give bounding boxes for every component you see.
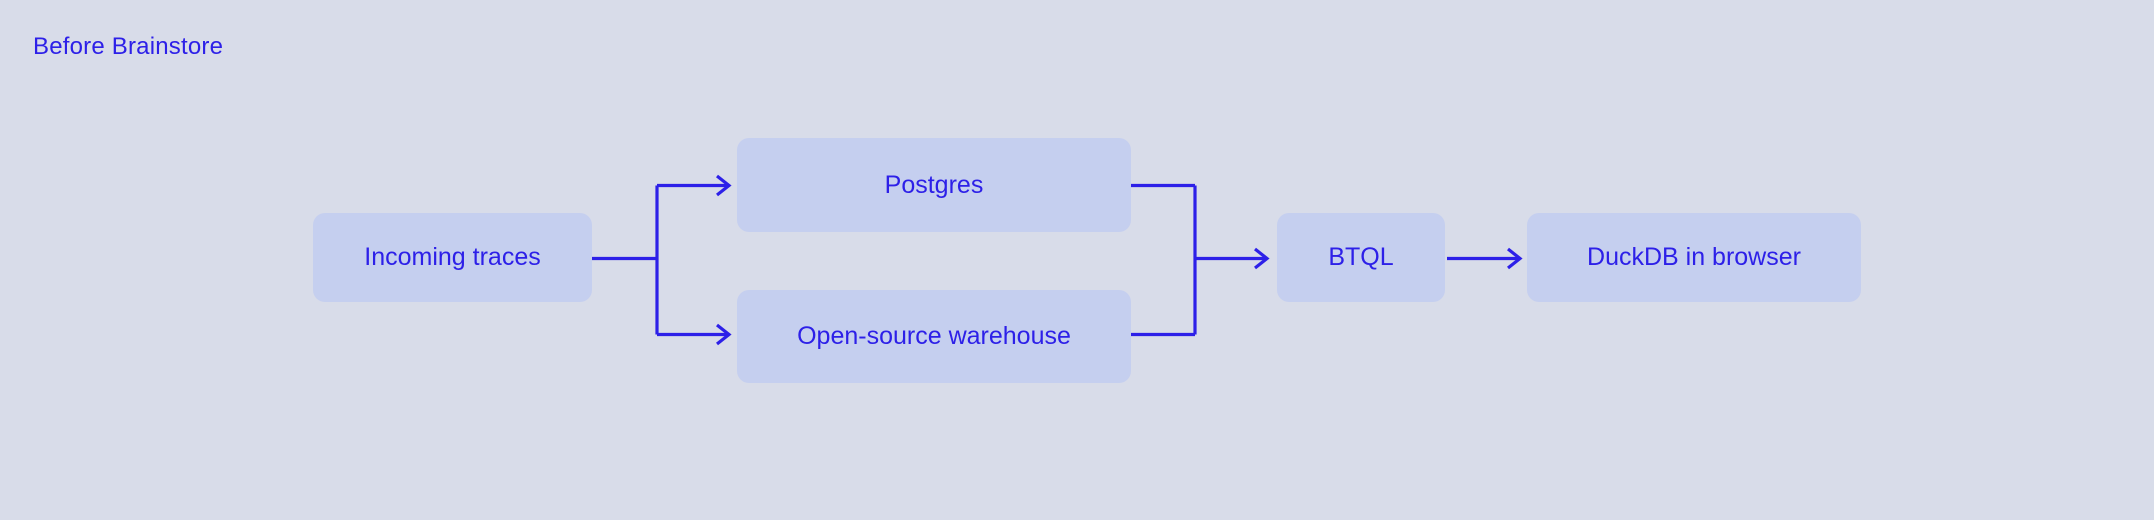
- arrowhead-to-duckdb: [1507, 247, 1523, 270]
- arrowhead-to-postgres: [716, 174, 732, 197]
- node-duckdb-in-browser[interactable]: DuckDB in browser: [1527, 213, 1861, 302]
- node-btql[interactable]: BTQL: [1277, 213, 1445, 302]
- node-postgres[interactable]: Postgres: [737, 138, 1131, 232]
- diagram-title: Before Brainstore: [33, 33, 224, 60]
- node-incoming-traces[interactable]: Incoming traces: [313, 213, 592, 302]
- arrowhead-to-btql: [1254, 247, 1270, 270]
- arrowhead-to-warehouse: [716, 323, 732, 346]
- node-open-source-warehouse[interactable]: Open-source warehouse: [737, 290, 1131, 383]
